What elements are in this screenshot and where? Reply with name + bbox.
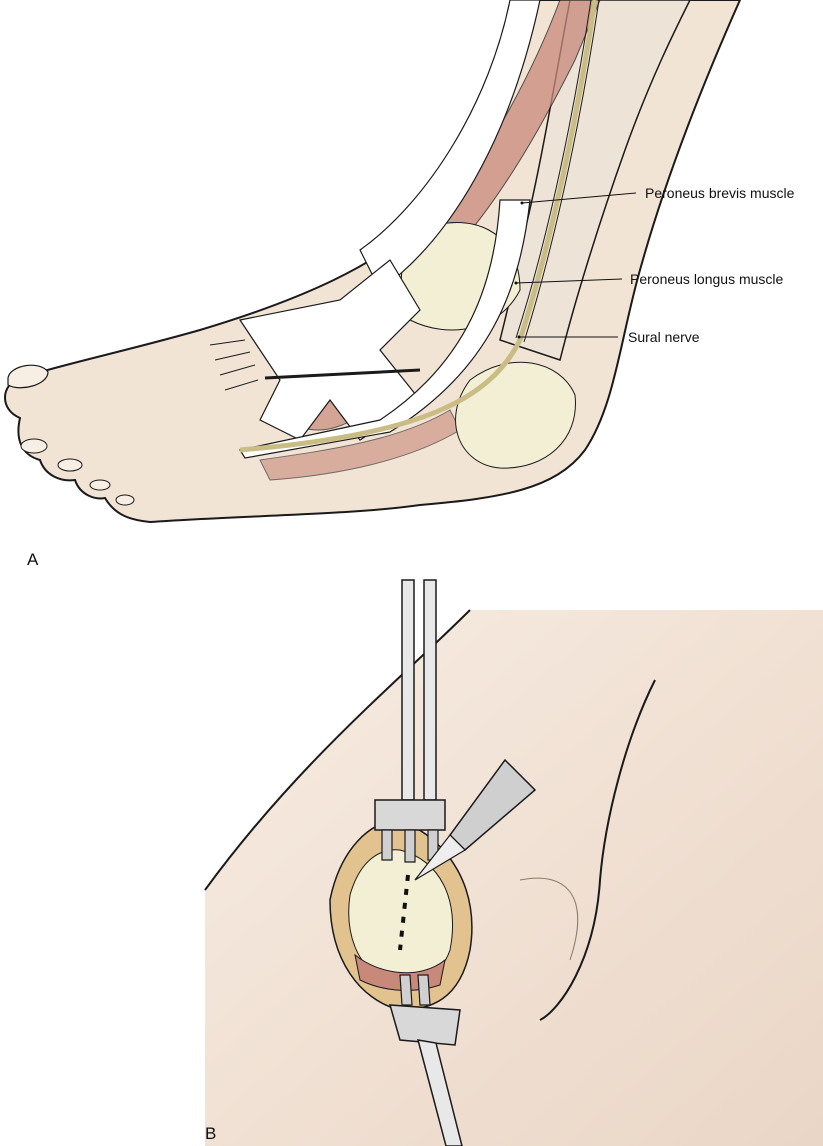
toe-digits xyxy=(209,339,259,391)
panel-letter-a: A xyxy=(27,550,39,569)
calcaneus xyxy=(455,361,576,469)
peroneal-tendons xyxy=(239,199,531,459)
label-sural-nerve: Sural nerve xyxy=(628,329,700,345)
foot-lateral-view xyxy=(4,0,742,524)
probe xyxy=(264,368,421,380)
panel-letter-b: B xyxy=(205,1124,217,1143)
label-peroneus-brevis-muscle: Peroneus brevis muscle xyxy=(645,185,795,201)
surgical-view xyxy=(204,579,823,1146)
top-retractor xyxy=(374,579,446,863)
label-peroneus-longus-muscle: Peroneus longus muscle xyxy=(630,271,784,287)
scalpel xyxy=(414,758,537,881)
toenail xyxy=(7,364,49,389)
skin-contour xyxy=(204,609,471,891)
heel-contour xyxy=(539,679,656,1021)
skin-region xyxy=(205,610,823,1146)
leader-lines xyxy=(514,192,637,339)
sural-nerve xyxy=(239,0,598,453)
bottom-retractor xyxy=(388,974,463,1146)
lower-leg-inner xyxy=(499,0,691,361)
